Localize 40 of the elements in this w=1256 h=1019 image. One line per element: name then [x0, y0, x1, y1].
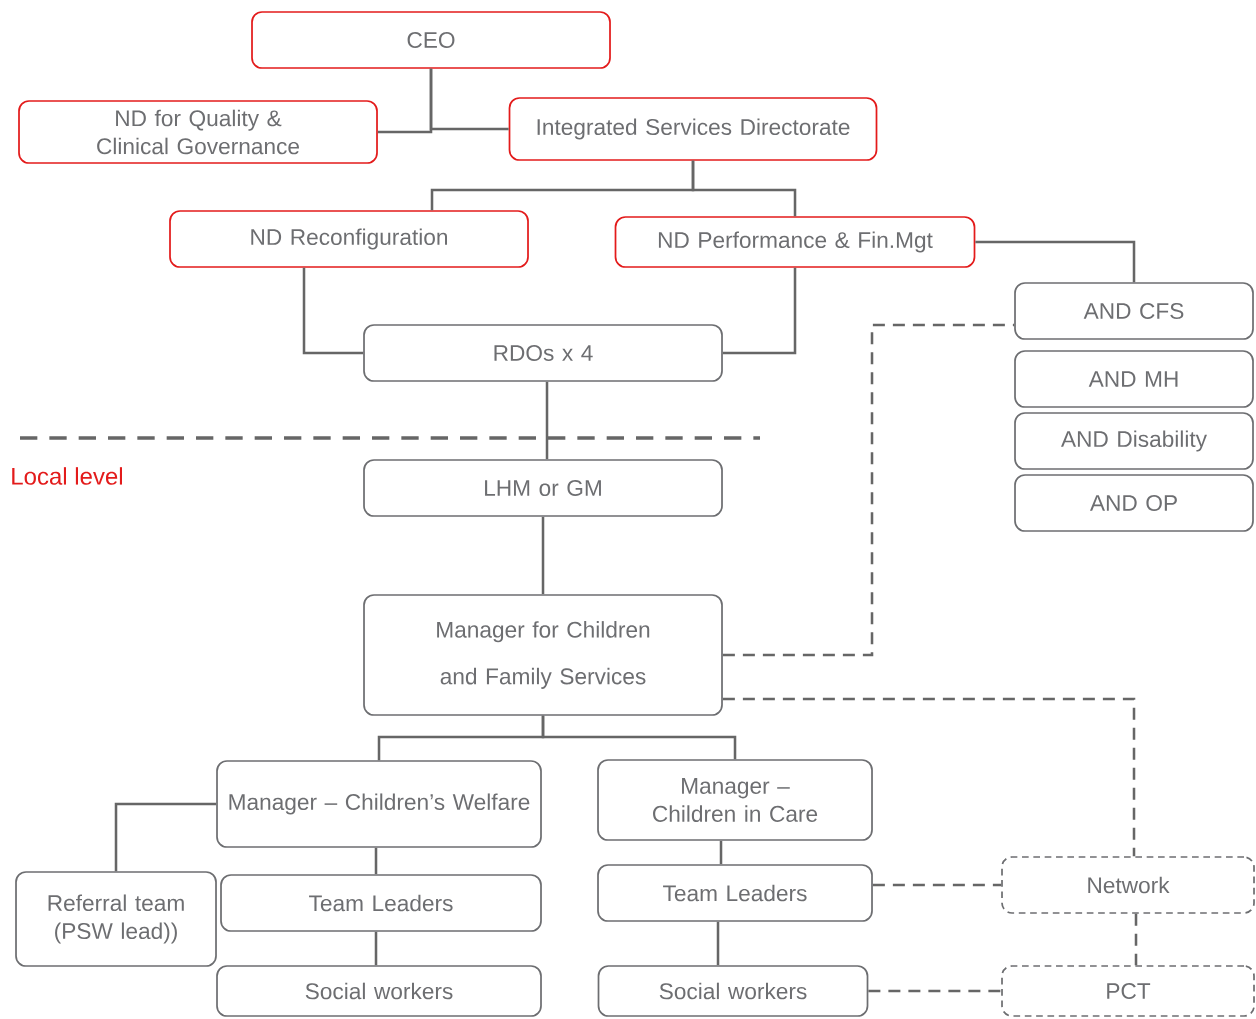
- connector-line: [722, 267, 797, 355]
- org-box: Referral team (PSW lead)): [15, 871, 217, 967]
- connector-line: [374, 931, 378, 966]
- dashed-box: PCT: [1001, 965, 1255, 1017]
- org-box: Social workers: [597, 965, 869, 1017]
- org-box: CEO: [251, 11, 611, 69]
- org-box: Manager – Children’s Welfare: [216, 760, 542, 848]
- dashed-connector: [1134, 913, 1138, 966]
- org-box: Integrated Services Directorate: [508, 97, 878, 161]
- org-box: Social workers: [216, 965, 542, 1017]
- connector-line: [541, 516, 545, 595]
- connector-line: [975, 240, 1136, 283]
- org-box: Manager – Children in Care: [597, 759, 873, 841]
- connector-line: [691, 160, 797, 217]
- org-box: ND Reconfiguration: [169, 210, 529, 268]
- dashed-connector: [868, 989, 1002, 993]
- org-box: LHM or GM: [363, 459, 723, 517]
- dashed-connector: [722, 323, 1015, 657]
- dashed-box: Network: [1001, 856, 1255, 914]
- connector-line: [374, 847, 378, 875]
- org-box: AND OP: [1014, 474, 1254, 532]
- org-box: AND MH: [1014, 350, 1254, 408]
- connector-line: [716, 921, 720, 966]
- connector-line: [545, 381, 549, 460]
- org-box: AND CFS: [1014, 282, 1254, 340]
- org-box: Team Leaders: [597, 864, 873, 922]
- dashed-connector: [722, 697, 1136, 857]
- dashed-connector: [872, 883, 1002, 887]
- level-label: Local level: [12, 467, 122, 485]
- org-box: RDOs x 4: [363, 324, 723, 382]
- org-box: Manager for Children and Family Services: [363, 594, 723, 716]
- org-box: AND Disability: [1014, 412, 1254, 470]
- connector-line: [429, 68, 509, 131]
- connector-line: [114, 802, 217, 872]
- org-box: ND Performance & Fin.Mgt: [614, 216, 976, 268]
- connector-line: [541, 715, 737, 760]
- connector-line: [719, 840, 723, 865]
- connector-line: [302, 267, 364, 355]
- org-box: ND for Quality & Clinical Governance: [18, 100, 378, 164]
- org-box: Team Leaders: [220, 874, 542, 932]
